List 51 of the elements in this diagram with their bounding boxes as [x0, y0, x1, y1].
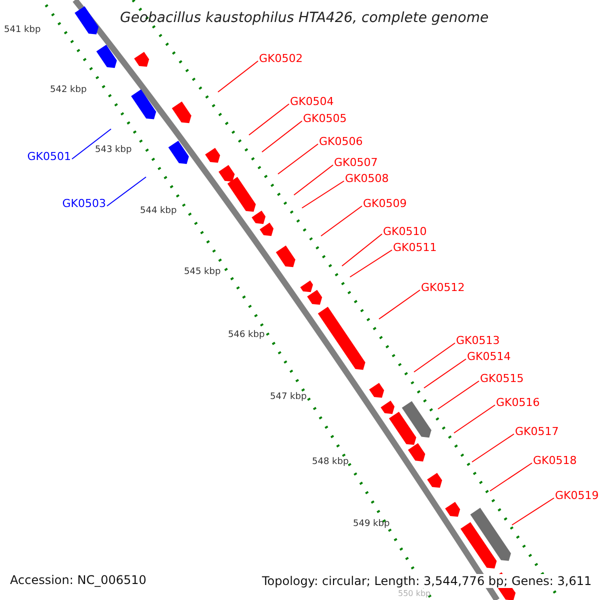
tick-label: 546 kbp — [228, 331, 265, 340]
leader-line — [512, 498, 554, 526]
tick-label: 547 kbp — [270, 393, 307, 402]
gene-label: GK0506 — [319, 136, 363, 147]
accession-text: Accession: NC_006510 — [10, 574, 146, 586]
leader-line — [262, 120, 302, 152]
tick-label: 544 kbp — [140, 207, 177, 216]
leader-line — [490, 462, 532, 492]
gene-label: GK0513 — [456, 335, 500, 346]
gene-label: GK0511 — [393, 242, 437, 253]
tick-label: 545 kbp — [184, 268, 221, 277]
gene-label: GK0517 — [515, 426, 559, 437]
genome-summary: Topology: circular; Length: 3,544,776 bp; Genes: 3,611 — [262, 574, 592, 588]
tick-label: 548 kbp — [312, 458, 349, 467]
gene-label: GK0509 — [363, 198, 407, 209]
leader-line — [278, 144, 318, 174]
leader-line — [320, 206, 362, 236]
gene-label: GK0512 — [421, 282, 465, 293]
leader-line — [218, 60, 258, 92]
leader-line — [294, 164, 334, 196]
leader-line — [454, 404, 496, 434]
gene-label: GK0515 — [480, 373, 524, 384]
leader-line — [378, 290, 420, 320]
gene-label: GK0502 — [259, 53, 303, 64]
gene-label: GK0510 — [383, 226, 427, 237]
gene-label: GK0503 — [62, 198, 106, 209]
leader-line — [248, 104, 290, 136]
leader-line — [302, 180, 344, 208]
gene-label: GK0519 — [555, 490, 599, 501]
gene-label: GK0508 — [345, 173, 389, 184]
gene-label: GK0501 — [27, 151, 71, 162]
gene-label: GK0518 — [533, 455, 577, 466]
gene-label: GK0505 — [303, 113, 347, 124]
map-title: Geobacillus kaustophilus HTA426, complete genome — [120, 11, 489, 25]
leader-line — [342, 234, 382, 266]
tick-label: 550 kbp — [398, 590, 431, 598]
leader-line — [350, 250, 392, 278]
gene-label: GK0504 — [290, 96, 334, 107]
leader-line — [72, 128, 112, 160]
leader-line — [438, 380, 480, 410]
leader-line — [472, 434, 514, 462]
leader-line — [106, 176, 146, 206]
tick-label: 543 kbp — [95, 146, 132, 155]
leader-line — [414, 342, 456, 372]
tick-label: 542 kbp — [50, 86, 87, 95]
leader-line — [424, 358, 466, 388]
gene-label: GK0514 — [467, 351, 511, 362]
tick-label: 549 kbp — [353, 520, 390, 529]
tick-label: 541 kbp — [4, 26, 41, 35]
gene-label: GK0516 — [496, 397, 540, 408]
gene-label: GK0507 — [334, 157, 378, 168]
